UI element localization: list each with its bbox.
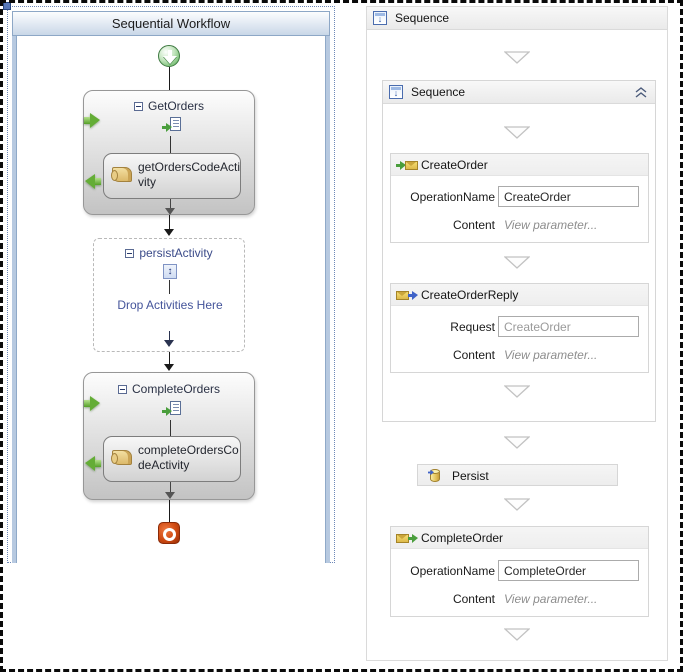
workflow-title-bar[interactable]: Sequential Workflow (12, 11, 330, 36)
connector-line (169, 500, 170, 522)
arrowhead-icon (165, 208, 175, 215)
activity-create-order[interactable]: CreateOrder OperationName Content View p… (390, 153, 649, 243)
input-arrow-icon (84, 396, 101, 411)
view-parameter-link[interactable]: View parameter... (504, 592, 598, 606)
collapse-icon[interactable] (117, 385, 127, 394)
persist-activity-icon (163, 264, 177, 279)
start-arrow-stem (168, 50, 172, 57)
operation-name-input[interactable] (498, 560, 639, 581)
activity-title: Persist (452, 469, 489, 483)
activity-header: CompleteOrder (391, 527, 648, 549)
activity-create-order-reply[interactable]: CreateOrderReply Request Content View pa… (390, 283, 649, 373)
activity-complete-orders[interactable]: CompleteOrders completeOrdersCodeActivit… (83, 372, 255, 500)
workflow-title: Sequential Workflow (111, 16, 231, 31)
activity-header: CreateOrder (391, 154, 648, 176)
activity-title: CompleteOrder (421, 531, 504, 545)
selection-handle[interactable] (3, 2, 11, 10)
insertion-indicator[interactable] (504, 498, 530, 511)
receive-icon (396, 532, 420, 545)
sequence-title: Sequence (395, 11, 450, 25)
collapse-icon[interactable] (125, 249, 135, 258)
request-input[interactable] (498, 316, 639, 337)
connector-line (170, 136, 171, 153)
drop-activities-hint: Drop Activities Here (117, 298, 223, 312)
persist-arrow-glyph (428, 469, 434, 476)
activity-get-orders[interactable]: GetOrders getOrdersCodeActivity (83, 90, 255, 215)
send-reply-icon (396, 289, 420, 302)
handlers-icon[interactable] (162, 401, 181, 418)
connector-line (169, 352, 170, 365)
terminate-icon (158, 522, 180, 544)
collapse-icon[interactable] (133, 102, 143, 111)
output-arrow-icon (84, 174, 101, 189)
connector-line (169, 331, 170, 341)
inner-sequence-header[interactable]: Sequence (383, 81, 655, 104)
root-sequence-header[interactable]: Sequence (367, 7, 667, 30)
field-label: OperationName (410, 564, 495, 578)
activity-persist[interactable]: persistActivity Drop Activities Here (93, 238, 245, 352)
field-label: Request (450, 320, 495, 334)
activity-title: persistActivity (139, 246, 213, 260)
connector-line (169, 67, 170, 90)
output-arrow-icon (84, 456, 101, 471)
arrowhead-icon (164, 340, 174, 347)
field-label: Content (452, 218, 495, 232)
activity-title: GetOrders (147, 99, 204, 113)
activity-complete-orders-code[interactable]: completeOrdersCodeActivity (103, 436, 241, 482)
insertion-indicator[interactable] (504, 256, 530, 269)
activity-complete-order[interactable]: CompleteOrder OperationName Content View… (390, 526, 649, 617)
field-label: Content (452, 592, 495, 606)
activity-title: CreateOrder (421, 158, 488, 172)
insertion-indicator[interactable] (504, 385, 530, 398)
collapse-chevron-icon[interactable] (634, 87, 648, 98)
code-activity-icon (111, 167, 132, 182)
view-parameter-link[interactable]: View parameter... (504, 348, 598, 362)
insertion-indicator[interactable] (504, 51, 530, 64)
start-icon (158, 45, 180, 67)
connector-line (170, 482, 171, 493)
insertion-indicator[interactable] (504, 126, 530, 139)
green-arrow-glyph (162, 407, 172, 416)
activity-title: getOrdersCodeActivity (138, 160, 241, 189)
connector-line (170, 420, 171, 436)
activity-title: CompleteOrders (131, 382, 221, 396)
activity-title: CreateOrderReply (421, 288, 519, 302)
activity-title-row: CompleteOrders (84, 382, 254, 396)
field-label: OperationName (410, 190, 495, 204)
start-arrow-head (163, 56, 177, 64)
view-parameter-link[interactable]: View parameter... (504, 218, 598, 232)
arrowhead-icon (165, 492, 175, 499)
connector-line (170, 199, 171, 209)
connector-line (169, 215, 170, 230)
activity-persist-wf4[interactable]: Persist (417, 464, 618, 486)
activity-get-orders-code[interactable]: getOrdersCodeActivity (103, 153, 241, 199)
receive-icon (396, 159, 420, 172)
sequence-icon (389, 85, 403, 99)
input-arrow-icon (84, 113, 101, 128)
insertion-indicator[interactable] (504, 628, 530, 641)
arrowhead-icon (164, 229, 174, 236)
green-arrow-glyph (162, 123, 172, 132)
field-label: Content (452, 348, 495, 362)
code-activity-icon (111, 450, 132, 465)
activity-title: completeOrdersCodeActivity (138, 443, 239, 472)
insertion-indicator[interactable] (504, 436, 530, 449)
operation-name-input[interactable] (498, 186, 639, 207)
activity-title-row: GetOrders (84, 99, 254, 113)
arrowhead-icon (164, 364, 174, 371)
activity-title-row: persistActivity (94, 246, 244, 260)
sequence-icon (373, 11, 387, 25)
sequence-title: Sequence (411, 85, 466, 99)
activity-header: CreateOrderReply (391, 284, 648, 306)
handlers-icon[interactable] (162, 117, 181, 134)
connector-line (169, 280, 170, 294)
